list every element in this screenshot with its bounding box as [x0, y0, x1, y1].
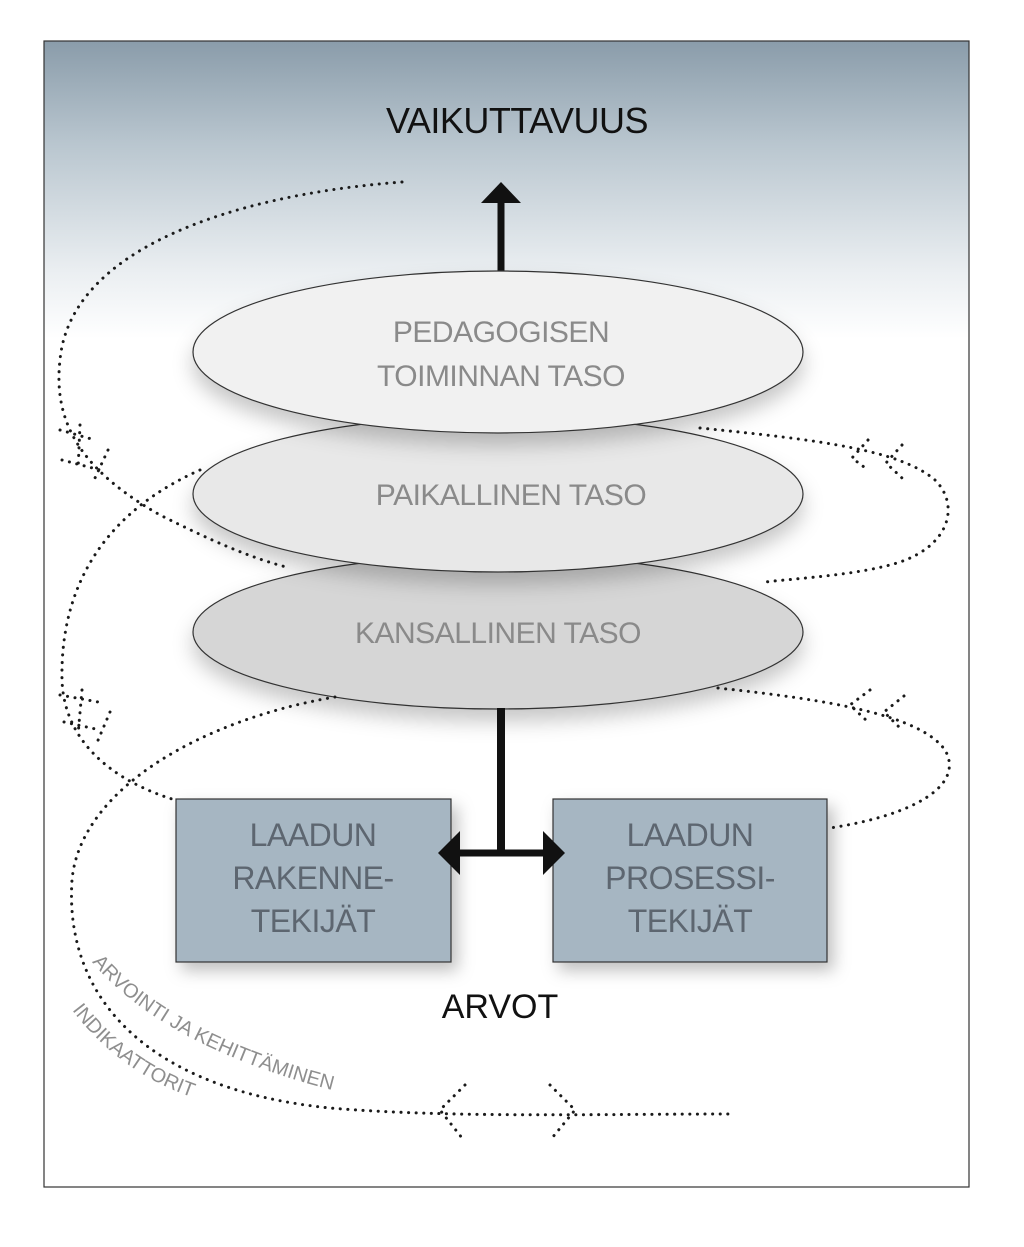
box-structural-line1: LAADUN: [250, 817, 377, 853]
level-national-label: KANSALLINEN TASO: [355, 617, 641, 650]
level-pedagogical: PEDAGOGISEN TOIMINNAN TASO: [192, 270, 804, 434]
values-label: ARVOT: [442, 988, 559, 1026]
box-process-line3: TEKIJÄT: [628, 903, 753, 939]
level-national: KANSALLINEN TASO: [192, 554, 804, 710]
evaluation-spiral: [57, 180, 951, 1140]
process-factors-box: LAADUN PROSESSI- TEKIJÄT: [552, 798, 828, 963]
box-process-line1: LAADUN: [627, 817, 754, 853]
level-pedagogical-label-line2: TOIMINNAN TASO: [377, 360, 625, 393]
level-local-label: PAIKALLINEN TASO: [376, 479, 646, 512]
double-arrow: [438, 831, 565, 875]
level-local: PAIKALLINEN TASO: [192, 415, 804, 573]
box-process-line2: PROSESSI-: [605, 860, 775, 896]
box-structural-line2: RAKENNE-: [232, 860, 393, 896]
box-structural-line3: TEKIJÄT: [251, 903, 376, 939]
structural-factors-box: LAADUN RAKENNE- TEKIJÄT: [175, 798, 452, 963]
level-pedagogical-label-line1: PEDAGOGISEN: [393, 316, 609, 349]
diagram-title: VAIKUTTAVUUS: [386, 100, 648, 141]
stem-line: [497, 708, 505, 854]
